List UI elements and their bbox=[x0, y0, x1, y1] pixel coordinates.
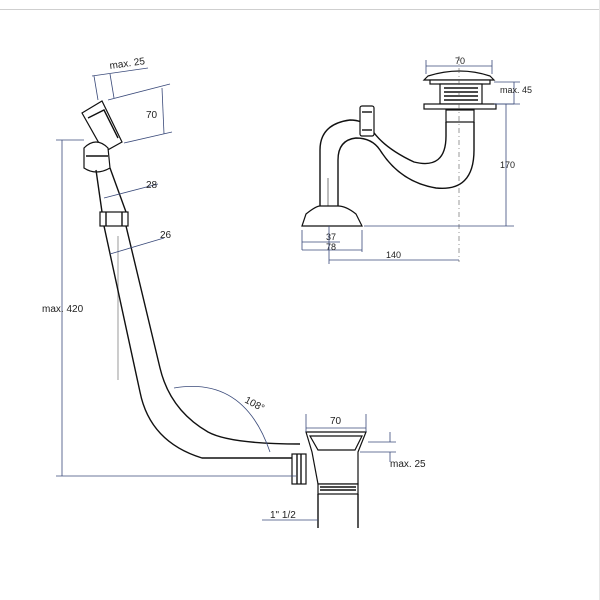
dim-70-outlet: 70 bbox=[305, 414, 367, 432]
overflow-pipe bbox=[95, 167, 301, 459]
dim-26: 26 bbox=[109, 230, 172, 255]
dim-max25-outlet: max. 25 bbox=[360, 432, 426, 470]
dim-140: 140 bbox=[328, 226, 459, 264]
dim-28-label: 28 bbox=[146, 180, 158, 191]
dim-thread: 1" 1/2 bbox=[262, 510, 318, 521]
dim-26-label: 26 bbox=[160, 230, 172, 241]
dim-78: 78 bbox=[302, 230, 363, 252]
dim-70-head-label: 70 bbox=[146, 110, 158, 121]
dim-70-plug-label: 70 bbox=[455, 56, 465, 66]
top-frame-line bbox=[0, 9, 600, 10]
dim-70-outlet-label: 70 bbox=[330, 416, 342, 427]
dim-140-label: 140 bbox=[386, 250, 401, 260]
dim-37: 37 bbox=[301, 230, 340, 250]
outlet-body bbox=[291, 431, 367, 528]
dim-70-head: 70 bbox=[107, 83, 173, 144]
dim-max45-label: max. 45 bbox=[500, 85, 532, 95]
dim-thread-label: 1" 1/2 bbox=[270, 510, 296, 521]
overflow-head bbox=[81, 100, 123, 173]
dim-78-label: 78 bbox=[326, 242, 336, 252]
dim-max25-top-label: max. 25 bbox=[109, 56, 146, 72]
trap-pipe bbox=[301, 105, 475, 227]
dim-70-plug: 70 bbox=[425, 56, 493, 74]
dim-max420-label: max. 420 bbox=[42, 304, 84, 315]
dim-37-label: 37 bbox=[326, 232, 336, 242]
overflow-assembly: max. 25 70 28 26 max. 420 1 bbox=[42, 56, 426, 528]
dim-max25-outlet-label: max. 25 bbox=[390, 459, 426, 470]
plug-head bbox=[422, 56, 497, 262]
dim-angle-label: 108° bbox=[243, 395, 266, 414]
dim-max25-top: max. 25 bbox=[91, 56, 149, 101]
dim-max420: max. 420 bbox=[42, 139, 296, 477]
dim-28: 28 bbox=[103, 180, 159, 199]
dim-170-label: 170 bbox=[500, 160, 515, 170]
trap-assembly: 70 max. 45 170 37 78 bbox=[301, 56, 532, 264]
dim-170: 170 bbox=[364, 103, 515, 227]
dim-max45: max. 45 bbox=[494, 81, 532, 105]
